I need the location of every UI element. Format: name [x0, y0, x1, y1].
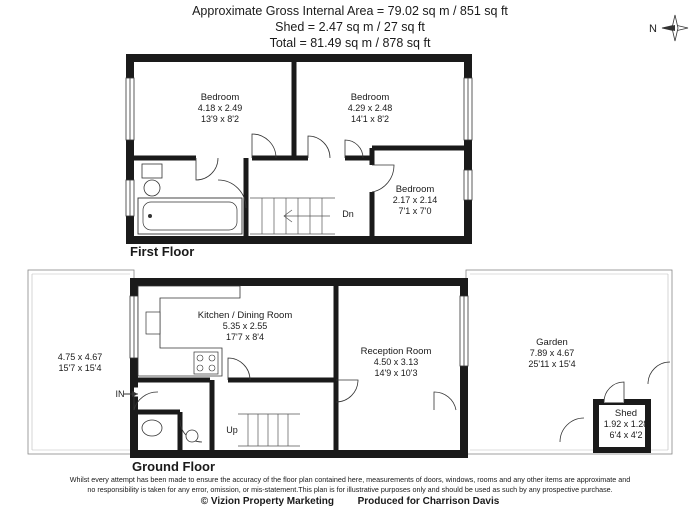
kitchen-imperial: 17'7 x 8'4 — [226, 332, 264, 342]
stairs-up-label: Up — [226, 425, 238, 435]
kitchen-label: Kitchen / Dining Room 5.35 x 2.55 17'7 x… — [190, 310, 300, 343]
disclaimer-line-1: Whilst every attempt has been made to en… — [69, 475, 631, 484]
compass-letter: N — [649, 23, 657, 35]
bedroom3-metric: 2.17 x 2.14 — [392, 195, 438, 205]
garden-name: Garden — [536, 337, 568, 348]
bedroom1-name: Bedroom — [200, 92, 240, 103]
bedroom3-label: Bedroom 2.17 x 2.14 7'1 x 7'0 — [380, 184, 450, 217]
total-area-text: Total = 81.49 sq m / 878 sq ft — [269, 36, 431, 50]
kitchen-metric: 5.35 x 2.55 — [222, 321, 268, 331]
shed-name: Shed — [614, 408, 638, 419]
bedroom2-name: Bedroom — [350, 92, 390, 103]
bedroom3-name: Bedroom — [395, 184, 435, 195]
reception-metric: 4.50 x 3.13 — [373, 357, 419, 367]
credit-line: © Vizion Property Marketing Produced for… — [0, 496, 700, 507]
bedroom2-imperial: 14'1 x 8'2 — [351, 114, 389, 124]
bedroom3-imperial: 7'1 x 7'0 — [398, 206, 432, 216]
first-floor-title: First Floor — [130, 244, 195, 259]
garden-metric: 7.89 x 4.67 — [529, 348, 575, 358]
ground-floor-title: Ground Floor — [132, 459, 216, 474]
garden-label: Garden 7.89 x 4.67 25'11 x 15'4 — [512, 337, 592, 370]
first-floor-plan — [125, 54, 473, 244]
garden-imperial: 25'11 x 15'4 — [528, 359, 576, 369]
compass-icon: N — [649, 14, 689, 42]
bedroom1-metric: 4.18 x 2.49 — [197, 103, 243, 113]
bedroom1-label: Bedroom 4.18 x 2.49 13'9 x 8'2 — [180, 92, 260, 125]
bedroom2-label: Bedroom 4.29 x 2.48 14'1 x 8'2 — [330, 92, 410, 125]
kitchen-name: Kitchen / Dining Room — [197, 310, 293, 321]
front-area-imperial: 15'7 x 15'4 — [58, 363, 102, 373]
entry-label: IN — [115, 389, 125, 399]
gross-area-text: Approximate Gross Internal Area = 79.02 … — [192, 4, 508, 18]
bedroom2-metric: 4.29 x 2.48 — [347, 103, 393, 113]
stairs-down-label: Dn — [342, 209, 354, 219]
reception-label: Reception Room 4.50 x 3.13 14'9 x 10'3 — [350, 346, 442, 379]
reception-imperial: 14'9 x 10'3 — [374, 368, 418, 378]
reception-name: Reception Room — [360, 346, 432, 357]
credit-right: Produced for Charrison Davis — [357, 496, 500, 507]
shed-label: Shed 1.92 x 1.28 6'4 x 4'2 — [602, 408, 650, 441]
front-area-metric: 4.75 x 4.67 — [57, 352, 103, 362]
front-area-label: 4.75 x 4.67 15'7 x 15'4 — [44, 352, 116, 374]
bedroom1-imperial: 13'9 x 8'2 — [201, 114, 239, 124]
shed-area-text: Shed = 2.47 sq m / 27 sq ft — [275, 20, 425, 34]
shed-metric: 1.92 x 1.28 — [603, 419, 649, 429]
ground-floor-plan — [27, 269, 673, 458]
disclaimer-line-2: no responsibility is taken for any error… — [87, 485, 613, 494]
shed-imperial: 6'4 x 4'2 — [609, 430, 643, 440]
credit-left: © Vizion Property Marketing — [200, 496, 335, 507]
